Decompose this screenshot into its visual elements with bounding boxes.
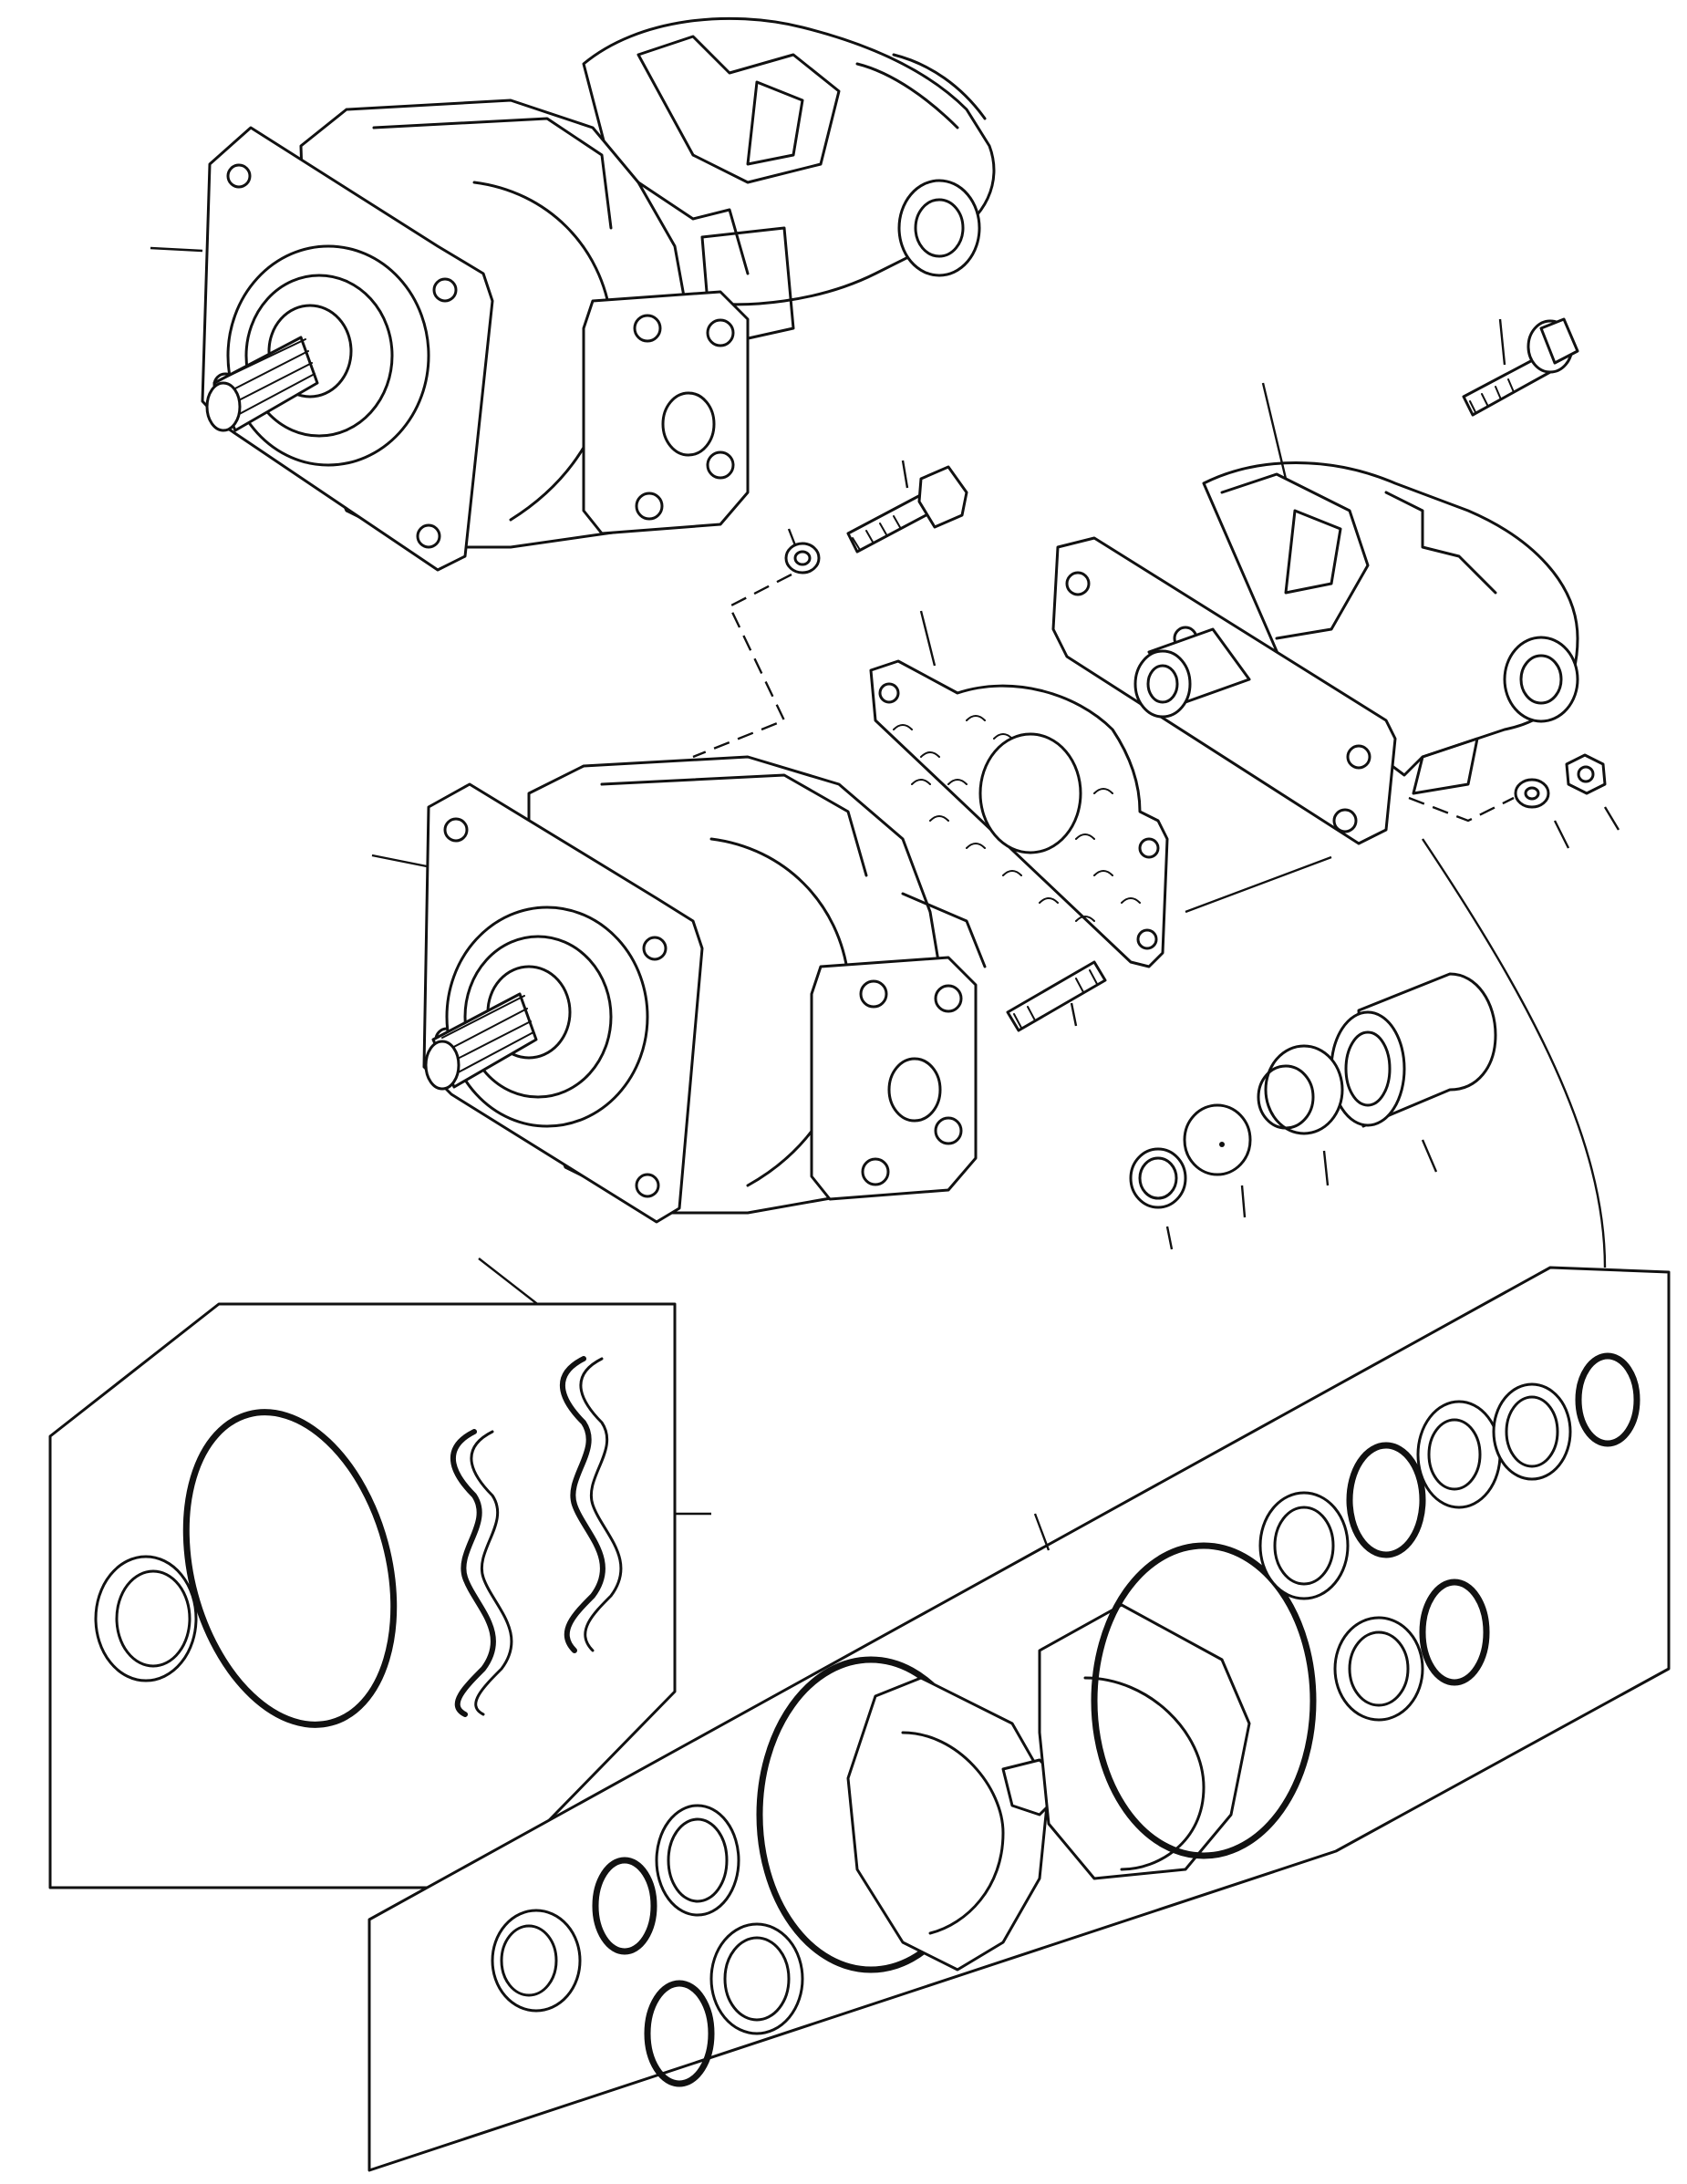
plug: [1183, 1103, 1252, 1218]
coupling-sleeve: [1330, 972, 1497, 1173]
lock-washer-lower: [1514, 778, 1570, 849]
pump-assembly-complete: [150, 16, 996, 572]
bolt: [846, 460, 968, 554]
rear-pump-section: [1051, 382, 1579, 845]
front-pump-section: [371, 755, 987, 1224]
nut: [1565, 753, 1620, 831]
bushing: [1257, 1044, 1344, 1186]
rear-seal-kit: [367, 838, 1671, 2172]
stud: [1006, 960, 1107, 1032]
snap-ring: [1129, 1147, 1187, 1250]
lock-washer-upper: [784, 528, 821, 574]
gasket: [869, 610, 1169, 968]
leader-gasket-to-stud: [1185, 855, 1332, 914]
front-seal-kit: [48, 1258, 711, 1889]
dashed-leader-bolt: [692, 573, 792, 759]
cap-screw: [1462, 317, 1579, 417]
dashed-leader-nut: [1408, 796, 1515, 823]
